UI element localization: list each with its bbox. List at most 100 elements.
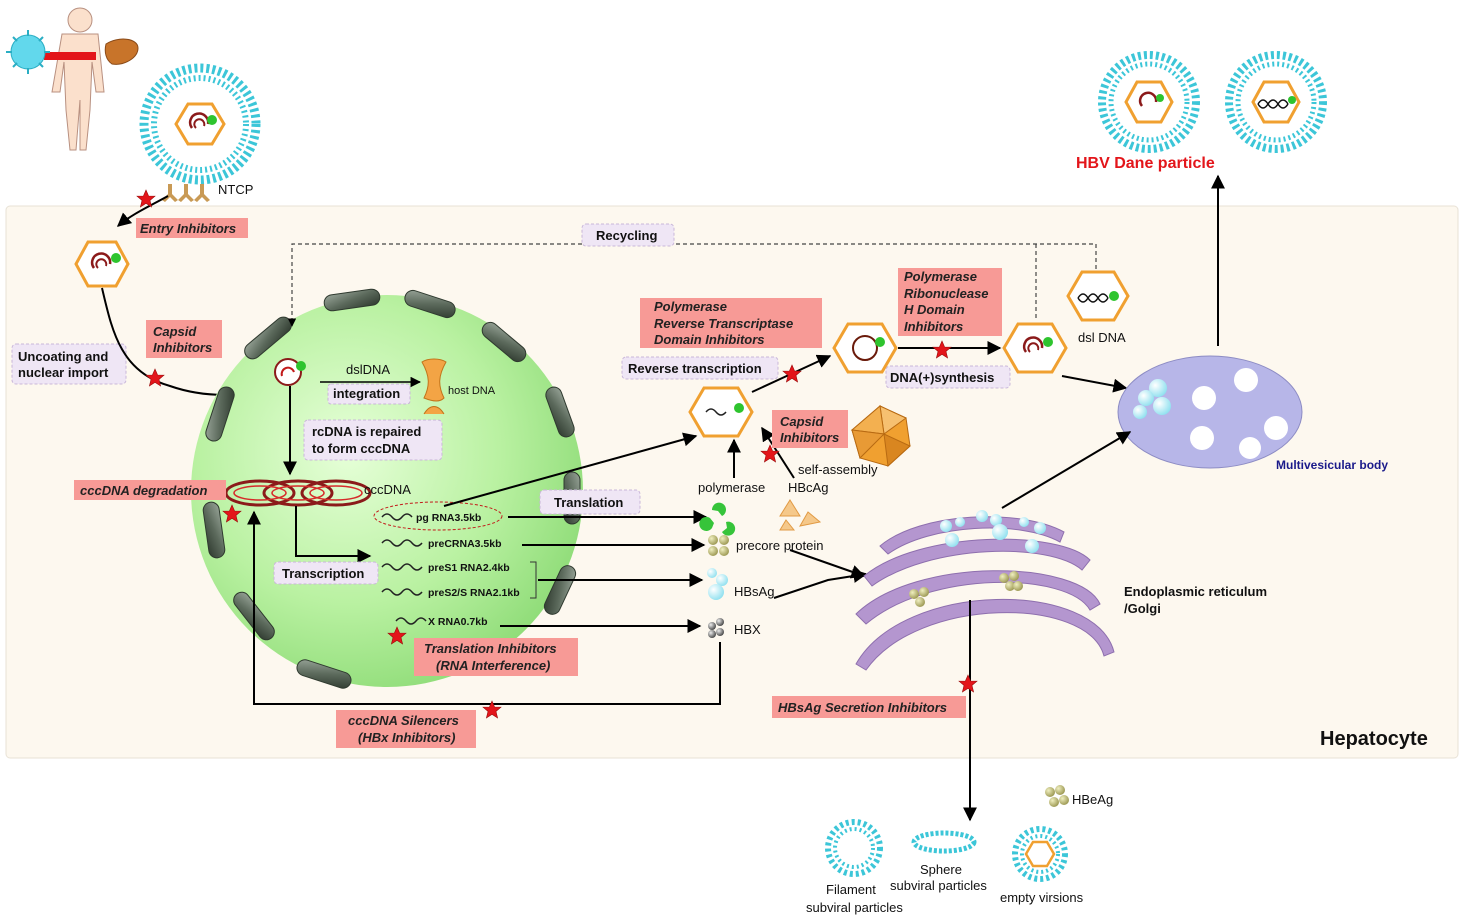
cccdna-degradation-label: cccDNA degradation [80,483,207,498]
rcdna-repair-box [303,419,443,461]
polymerase-rnase-line2: Ribonuclease [904,286,989,301]
hbx-label: HBX [734,622,761,637]
star-icon [482,700,502,719]
dna-synthesis-box [885,365,1011,389]
transcription-box [273,561,379,585]
precore-to-er-arrow [789,549,866,579]
rcdna-repair-line2: to form cccDNA [312,441,411,456]
translation-arrows [500,510,708,633]
capsid-dsl-dna [1066,270,1130,322]
rna-squiggles [381,513,427,625]
hbsag-to-er-arrow [773,569,868,599]
uncoating-line2: nuclear import [18,365,109,380]
multivesicular-label: Multivesicular body [1276,458,1388,472]
er-golgi-line2: /Golgi [1124,601,1161,616]
rcdna-repair-line1: rcDNA is repaired [312,424,421,439]
capsid-mature [1002,322,1068,374]
polymerase-rt-line1: Polymerase [654,299,727,314]
capsid-inhibitors-1-line2: Inhibitors [153,340,212,355]
empty-virion-icon [1012,826,1068,882]
capsid-inhibitors-1-line1: Capsid [153,324,197,339]
capsid-inhibitors-2-line2: Inhibitors [780,430,839,445]
self-assembly-label: self-assembly [798,462,878,477]
rna-pg: pg RNA3.5kb [416,512,481,524]
star-icon [145,368,165,387]
inhibition-stars [136,189,978,719]
precore-protein-label: precore protein [736,538,823,553]
host-dna-label: host DNA [448,385,496,397]
star-icon [958,674,978,693]
reverse-transcription-label: Reverse transcription [628,361,762,376]
precore-protein-icon [708,535,729,556]
hbsag-label: HBsAg [734,584,774,599]
polymerase-rnase-line1: Polymerase [904,269,977,284]
integration-box [327,383,411,405]
capsid-minus-strand [832,322,898,374]
polymerase-rt-line3: Domain Inhibitors [654,332,765,347]
hbx-feedback-arrow [247,510,721,705]
sphere-line2: subviral particles [890,878,987,893]
filament-line1: Filament [826,882,876,897]
translation-label: Translation [554,495,623,510]
star-icon [760,444,780,463]
capsid-reverse-transcription [688,386,754,438]
integration-label: integration [333,386,400,401]
hbsag-icon [707,568,728,600]
er-to-mvb-arrow [1001,431,1132,509]
er-golgi-line1: Endoplasmic reticulum [1124,584,1267,599]
transcription-label: Transcription [282,566,364,581]
capsid-cytoplasm [74,240,130,288]
star-icon [136,189,156,208]
human-figure-icon [44,7,105,151]
sphere-particle-icon [911,830,977,854]
capsid-to-mvb-arrow [1061,375,1128,393]
hbx-icon [708,618,724,638]
er-vesicles [909,510,1046,607]
ntcp-receptor-icon [162,184,210,202]
filament-particle-icon [825,819,883,877]
dsl-dna-label: dsl DNA [1078,330,1126,345]
dane-particle-2 [1225,51,1327,153]
hbv-dane-label: HBV Dane particle [1076,155,1215,172]
transcription-arrow [295,506,372,563]
host-dna-chromosome-icon [421,358,447,415]
translation-inhibitors-line1: Translation Inhibitors [424,641,557,656]
pgrna-to-capsid-arrow [443,432,698,507]
cccdna-silencers-box [336,710,476,748]
polymerase-label: polymerase [698,480,765,495]
empty-virions-label: empty virsions [1000,890,1084,905]
hbcag-up-arrow [761,426,795,479]
hbv-virion-entering [139,63,261,185]
polymerase-rnase-line4: Inhibitors [904,319,963,334]
cccdna-silencers-line1: cccDNA Silencers [348,713,459,728]
recycling-box [581,223,675,247]
reverse-transcription-box [621,356,779,380]
translation-box [539,489,641,515]
recycling-label: Recycling [596,228,657,243]
translation-inhibitors-box [414,638,578,676]
hbcag-label: HBcAg [788,480,828,495]
uncoating-line1: Uncoating and [18,349,108,364]
rna-bracket [530,561,537,599]
pgrna-highlight [373,501,503,531]
virus-icon [6,30,50,74]
star-icon [782,364,802,383]
multivesicular-body [1117,355,1303,469]
capsid-inhibitors-box-1 [146,320,222,358]
entry-inhibitors-label: Entry Inhibitors [140,221,236,236]
sphere-line1: Sphere [920,862,962,877]
entry-inhibitors-box [136,218,248,238]
uncoating-box [11,343,127,385]
dsldna-top-label: dslDNA [346,362,390,377]
polymerase-rnase-inhib-box [898,268,1002,336]
filament-line2: subviral particles [806,900,903,915]
ntcp-label: NTCP [218,182,253,197]
hbeag-label: HBeAg [1072,792,1113,807]
hbeag-icon [1045,785,1069,807]
polymerase-rnase-line3: H Domain [904,302,965,317]
icosahedral-capsid-icon [850,405,911,468]
polymerase-rt-inhib-box [640,298,822,348]
dane-particle-1 [1098,51,1200,153]
star-icon [222,504,242,523]
star-icon [932,340,952,359]
